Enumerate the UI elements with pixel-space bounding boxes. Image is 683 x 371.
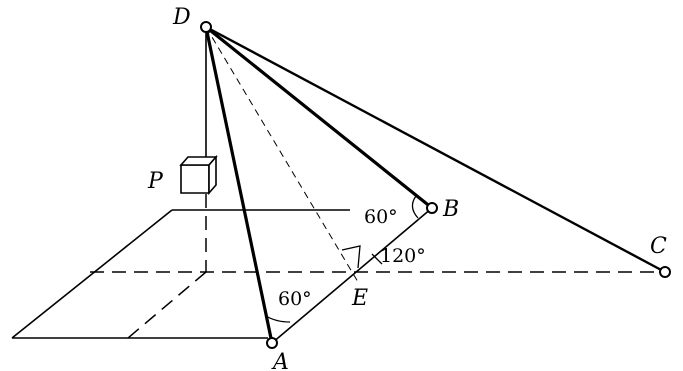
angle-marks: [265, 195, 419, 323]
joint-A: [266, 337, 278, 349]
label-B: B: [442, 197, 459, 222]
angle-arc-A: [265, 315, 291, 323]
hidden-diagonal: [127, 271, 207, 339]
bar-D-to-A: [204, 26, 274, 344]
plane-left-edge: [11, 209, 173, 339]
label-A: A: [271, 350, 289, 371]
label-E: E: [351, 286, 368, 311]
label-P: P: [147, 169, 164, 194]
angle-label-A: 60°: [278, 288, 312, 310]
bar-D-to-B: [204, 25, 434, 210]
line-A-to-B: [271, 207, 433, 344]
label-D: D: [172, 5, 191, 30]
block-P: [179, 154, 218, 196]
tick-E: [371, 253, 383, 265]
joint-B: [426, 202, 438, 214]
dashed-line-D-to-E: [205, 26, 359, 283]
hidden-lines: [90, 194, 660, 339]
block-P-front: [180, 164, 210, 194]
bars: [204, 25, 666, 344]
angle-label-B: 60°: [364, 206, 398, 228]
label-C: C: [650, 234, 667, 259]
bar-D-to-C: [205, 25, 666, 274]
angle-label-E: 120°: [380, 245, 426, 267]
angle-arc-B: [411, 195, 419, 219]
joints: [200, 21, 671, 349]
joint-C: [659, 266, 671, 278]
ground-plane: [11, 207, 433, 344]
block-P-side: [208, 154, 217, 196]
joint-D: [200, 21, 212, 33]
angle-mark-E: [341, 245, 361, 269]
